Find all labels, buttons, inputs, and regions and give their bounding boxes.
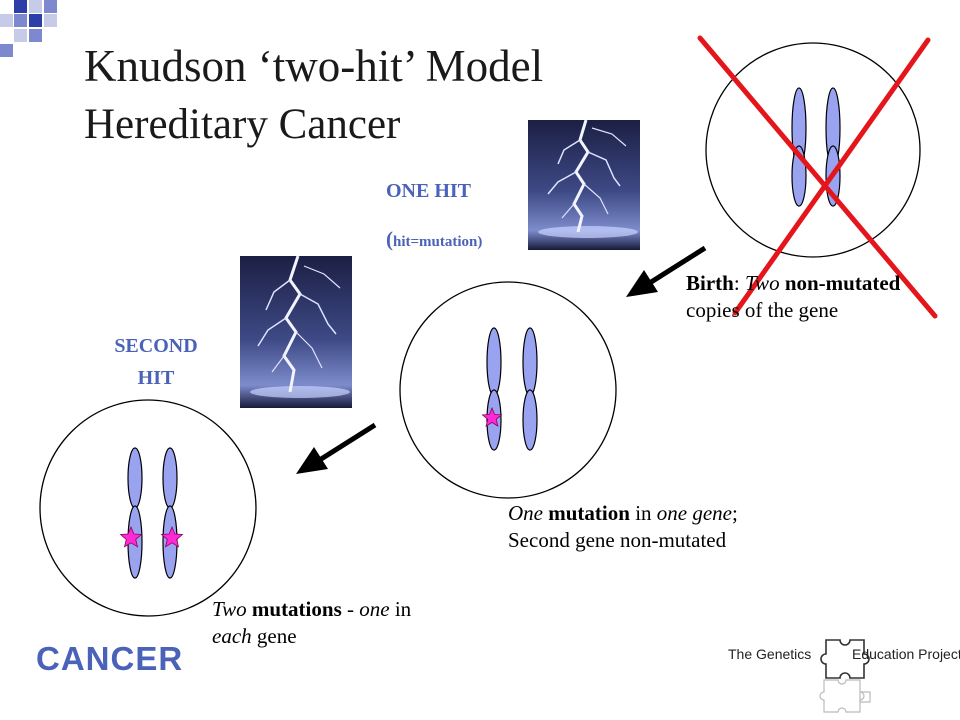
second-hit-label: SECOND HIT <box>114 335 198 389</box>
genetics-education-project-logo: The Genetics Education Project <box>720 636 960 720</box>
one-mutation-caption: One mutation in one gene; Second gene no… <box>508 501 738 552</box>
logo-text-right: Education Project <box>852 646 960 662</box>
puzzle-icon <box>819 639 871 713</box>
lightning-icon <box>240 255 352 408</box>
slide-title: Knudson ‘two-hit’ Model <box>84 41 544 91</box>
birth-caption: Birth: Two non-mutated copies of the gen… <box>686 271 901 322</box>
lightning-icon <box>528 119 640 250</box>
chromosome-pair <box>791 87 841 207</box>
slide-subtitle: Hereditary Cancer <box>84 101 401 148</box>
one-hit-label: ONE HIT <box>386 180 472 202</box>
corner-squares-decoration <box>0 0 57 57</box>
logo-text-left: The Genetics <box>728 646 812 662</box>
two-mutation-caption: Two mutations - one in each gene <box>212 597 412 648</box>
one-hit-sublabel: (hit=mutation) <box>386 227 483 251</box>
star-icon <box>119 525 143 548</box>
cancer-label: CANCER <box>36 640 184 677</box>
star-icon <box>160 525 184 548</box>
star-icon <box>481 406 503 427</box>
